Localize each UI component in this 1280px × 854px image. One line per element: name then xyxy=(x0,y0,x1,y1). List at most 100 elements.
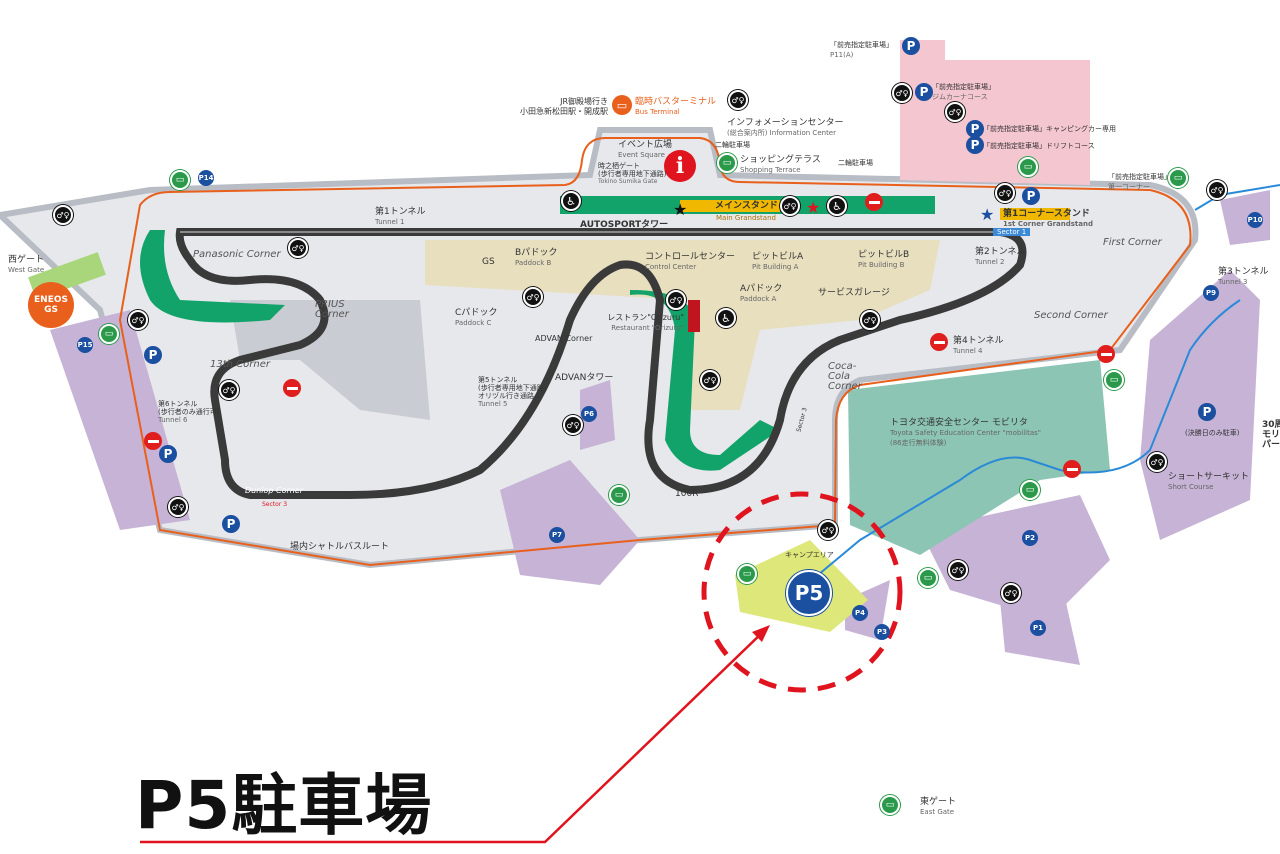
toilet-icon: ♂♀ xyxy=(860,310,880,330)
bus-stop-icon: ▭ xyxy=(1104,370,1124,390)
gymkhana-en: ジムカーナコース xyxy=(932,93,988,101)
parking-p3-marker[interactable]: P3 xyxy=(874,624,890,640)
first-stand-bar xyxy=(1000,208,1070,220)
parking-p2-marker[interactable]: P2 xyxy=(1022,530,1038,546)
gs-label: GS xyxy=(482,257,495,267)
parking-p10-marker[interactable]: P10 xyxy=(1247,212,1263,228)
tunnel2-jp: 第2トンネル xyxy=(975,247,1026,257)
no-entry-icon xyxy=(144,432,162,450)
bus-stop-icon: ▭ xyxy=(1168,168,1188,188)
no-entry-icon xyxy=(1097,345,1115,363)
main-stand-en: Main Grandstand xyxy=(716,214,776,222)
toilet-icon: ♂♀ xyxy=(995,183,1015,203)
tunnel1-en: Tunnel 1 xyxy=(375,218,405,226)
daiichi-jp: 「前売指定駐車場」 xyxy=(1108,173,1171,181)
memorial-park-label: 30周年メモリアルパーク xyxy=(1262,420,1280,450)
restaurant-building xyxy=(688,300,700,332)
tunnel6-en: Tunnel 6 xyxy=(158,416,188,424)
parking-icon: P xyxy=(222,515,240,533)
prius-corner-label: PRIUS Corner xyxy=(315,299,349,320)
bus-stop-icon: ▭ xyxy=(717,153,737,173)
star-icon: ★ xyxy=(980,205,994,224)
toilet-icon: ♂♀ xyxy=(892,83,912,103)
mobilitas-area xyxy=(848,360,1110,555)
parking-p4-marker[interactable]: P4 xyxy=(852,605,868,621)
advan-corner-label: ADVAN Corner xyxy=(535,334,593,343)
paddock-b-jp: Bパドック xyxy=(515,248,558,258)
13th-corner-label: 13th Corner xyxy=(210,359,270,370)
toilet-icon: ♂♀ xyxy=(288,238,308,258)
paddock-a-jp: Aパドック xyxy=(740,284,783,294)
toilet-icon: ♂♀ xyxy=(700,370,720,390)
pit-a-en: Pit Building A xyxy=(752,263,799,271)
no-entry-icon xyxy=(283,379,301,397)
cocacola-corner-label: Coca-Cola Corner xyxy=(828,361,862,392)
toilet-icon: ♂♀ xyxy=(168,497,188,517)
parking-p14-marker[interactable]: P14 xyxy=(198,170,214,186)
p5-highlight-circle xyxy=(701,491,903,693)
bus-terminal-jp: 臨時バスターミナル xyxy=(635,97,717,107)
tunnel4-en: Tunnel 4 xyxy=(953,347,983,355)
parking-p5-marker[interactable]: P5 xyxy=(786,570,832,616)
restaurant-en: Restaurant "Orizuru" xyxy=(611,324,684,332)
parking-p7-marker[interactable]: P7 xyxy=(549,527,565,543)
tunnel5-sub2: オリヅル行き通路 xyxy=(478,392,534,400)
pink-parking xyxy=(900,40,1090,185)
motorcycle-parking-label: 二輪駐車場 xyxy=(715,141,750,149)
sector1-badge: Sector 1 xyxy=(993,228,1031,236)
parking-p1-marker[interactable]: P1 xyxy=(1030,620,1046,636)
parking-p15-area xyxy=(50,310,190,530)
main-stand-label: メインスタンド xyxy=(715,201,778,211)
bus-destination: JR御殿場行き小田急新松田駅・開成駅 xyxy=(520,97,608,117)
tunnel6-sub: (歩行者のみ通行可) xyxy=(158,408,220,416)
toilet-icon: ♂♀ xyxy=(666,290,686,310)
tunnel5-jp: 第5トンネル xyxy=(478,376,518,384)
bus-dest-line2: 小田急新松田駅・開成駅 xyxy=(520,107,608,116)
gate-sub: (歩行者専用地下通路) xyxy=(598,170,667,178)
toilet-icon: ♂♀ xyxy=(780,196,800,216)
star-icon: ★ xyxy=(673,200,687,219)
bus-terminal-en: Bus Terminal xyxy=(635,108,680,116)
mobilitas-en: Toyota Safety Education Center "mobilita… xyxy=(890,429,1042,437)
west-gate-jp: 西ゲート xyxy=(8,255,45,265)
control-en: Control Center xyxy=(645,263,697,271)
tunnel4-jp: 第4トンネル xyxy=(953,336,1004,346)
camping-parking-label: 「前売指定駐車場」キャンピングカー専用 xyxy=(983,125,1116,133)
parking-icon: P xyxy=(1198,403,1216,421)
toilet-icon: ♂♀ xyxy=(523,287,543,307)
parking-p15-marker[interactable]: P15 xyxy=(77,337,93,353)
first-corner-label: First Corner xyxy=(1103,237,1162,248)
parking-p9-marker[interactable]: P9 xyxy=(1203,285,1219,301)
service-garage-label: サービスガレージ xyxy=(818,288,890,298)
short-course-jp: ショートサーキット xyxy=(1168,472,1250,482)
camp-area-label: キャンプエリア xyxy=(785,551,834,559)
star-icon: ★ xyxy=(806,198,820,217)
restaurant-jp: レストラン"Orizuru" xyxy=(607,313,684,322)
toilet-icon: ♂♀ xyxy=(53,205,73,225)
tunnel2-en: Tunnel 2 xyxy=(975,258,1005,266)
toilet-icon: ♂♀ xyxy=(1001,583,1021,603)
tunnel3-en: Tunnel 3 xyxy=(1218,278,1248,286)
bus-stop-icon: ▭ xyxy=(99,324,119,344)
info-icon[interactable]: i xyxy=(664,150,696,182)
short-course-parking-note: (決勝日のみ駐車) xyxy=(1185,429,1240,437)
parking-p6-marker[interactable]: P6 xyxy=(581,406,597,422)
short-course-en: Short Course xyxy=(1168,483,1214,491)
pit-b-jp: ピットビルB xyxy=(858,250,910,260)
tunnel3-jp: 第3トンネル xyxy=(1218,267,1269,277)
gymkhana-jp: 「前売指定駐車場」 xyxy=(932,83,995,91)
paddock-a-en: Paddock A xyxy=(740,295,777,303)
panasonic-corner-label: Panasonic Corner xyxy=(193,249,281,260)
info-center-en: (総合案内所) Information Center xyxy=(727,129,836,137)
parking-icon: P xyxy=(144,346,162,364)
parking-p10-area xyxy=(1220,190,1270,245)
p11-en: P11(A) xyxy=(830,51,854,59)
